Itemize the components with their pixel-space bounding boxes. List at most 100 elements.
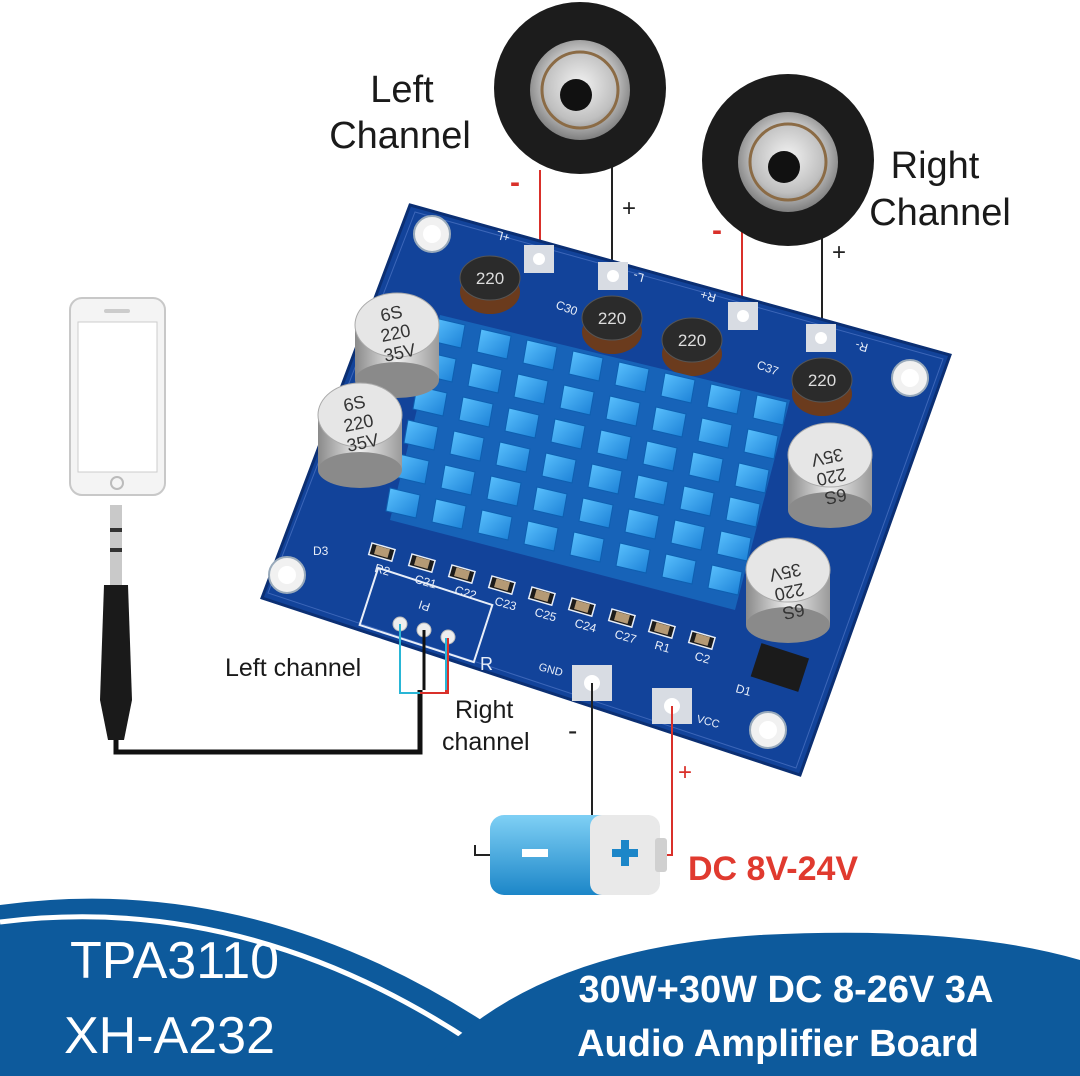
heatsink-fin bbox=[660, 372, 696, 404]
heatsink-fin bbox=[615, 542, 651, 574]
silk-part-label: C25 bbox=[533, 605, 558, 625]
inductors: 220 220 220 220 bbox=[459, 255, 853, 416]
left-channel-label-1: Left bbox=[370, 69, 434, 111]
battery-icon bbox=[490, 815, 667, 895]
heatsink-fin bbox=[458, 396, 494, 428]
banner-model-line2: XH-A232 bbox=[64, 1007, 275, 1065]
heatsink-fin bbox=[550, 418, 586, 450]
heatsink-fin bbox=[605, 395, 641, 427]
heatsink-fin bbox=[697, 417, 733, 449]
left-minus-label: - bbox=[510, 166, 520, 199]
inductor-marking: 220 bbox=[598, 309, 626, 328]
left-speaker-icon bbox=[494, 2, 666, 174]
right-channel-label-1: Right bbox=[891, 145, 980, 187]
inductor-marking: 220 bbox=[476, 269, 504, 288]
heatsink-fin bbox=[752, 394, 788, 426]
heatsink-fin bbox=[532, 486, 568, 518]
inductor: 220 bbox=[459, 255, 521, 314]
amplifier-board: +L L- R+ R- C30 C37 D3 R2C21C22C23C25C24… bbox=[260, 203, 952, 777]
smd-part-r1: R1 bbox=[647, 619, 676, 656]
vcc-wire bbox=[665, 706, 673, 856]
heatsink-fin bbox=[431, 498, 467, 530]
diode-d1 bbox=[750, 643, 810, 692]
inductor-marking: 220 bbox=[808, 371, 836, 390]
silk-part-label: C27 bbox=[613, 627, 638, 647]
silk-r: R bbox=[480, 654, 493, 674]
smd-part-c25: C25 bbox=[527, 586, 558, 625]
power-voltage-label: DC 8V-24V bbox=[688, 850, 858, 888]
heatsink-fin bbox=[670, 519, 706, 551]
heatsink-fin bbox=[614, 361, 650, 393]
silk-vcc: VCC bbox=[695, 713, 721, 731]
capacitor-marking: 6S bbox=[781, 599, 807, 623]
smd-part-c2: C2 bbox=[687, 630, 716, 667]
inductor-marking: 220 bbox=[678, 331, 706, 350]
capacitor-marking: 6S bbox=[379, 302, 405, 326]
silk-d3: D3 bbox=[313, 544, 329, 558]
right-minus-label: - bbox=[712, 214, 722, 247]
inductor: 220 bbox=[791, 357, 853, 416]
heatsink-fin bbox=[504, 407, 540, 439]
heatsink-fin bbox=[522, 339, 558, 371]
bottom-banner: TPA3110 XH-A232 30W+30W DC 8-26V 3A Audi… bbox=[0, 898, 1080, 1076]
audio-jack-icon bbox=[100, 505, 132, 740]
heatsink-fin bbox=[440, 464, 476, 496]
heatsink-fin bbox=[651, 406, 687, 438]
phone-icon bbox=[69, 297, 166, 496]
heatsink-fin bbox=[679, 485, 715, 517]
heatsink-fin bbox=[449, 430, 485, 462]
silk-l-plus: +L bbox=[494, 228, 511, 245]
left-channel-input-label: Left channel bbox=[225, 654, 361, 682]
heatsink-fin bbox=[706, 383, 742, 415]
silk-part-label: C21 bbox=[413, 572, 438, 592]
mounting-holes bbox=[268, 215, 929, 749]
silk-part-label: C23 bbox=[493, 594, 518, 614]
silk-d1: D1 bbox=[734, 681, 753, 699]
left-plus-label: + bbox=[622, 195, 636, 222]
heatsink-fin bbox=[477, 509, 513, 541]
capacitor-marking: 6S bbox=[823, 484, 849, 508]
heatsink-fin bbox=[707, 564, 743, 596]
right-channel-input-label-2: channel bbox=[442, 728, 530, 756]
heatsink-fin bbox=[467, 362, 503, 394]
heatsink-fin bbox=[725, 496, 761, 528]
heatsink-fin bbox=[476, 328, 512, 360]
heatsink-fin bbox=[568, 350, 604, 382]
heatsink-fin bbox=[661, 553, 697, 585]
smd-part-c23: C23 bbox=[487, 575, 518, 614]
input-header-outline bbox=[358, 566, 494, 664]
capacitor-marking: 6S bbox=[342, 392, 368, 416]
heatsink-fin bbox=[569, 531, 605, 563]
right-channel-input-label-1: Right bbox=[455, 696, 513, 724]
heatsink-fin bbox=[716, 530, 752, 562]
right-plus-label: + bbox=[832, 239, 846, 266]
inductor: 220 bbox=[581, 295, 643, 354]
heatsink-fin bbox=[541, 452, 577, 484]
silk-l-minus: L- bbox=[632, 269, 646, 285]
heatsink-fin bbox=[523, 520, 559, 552]
heatsink bbox=[385, 315, 790, 610]
left-channel-label-2: Channel bbox=[329, 115, 471, 157]
heatsink-fin bbox=[578, 497, 614, 529]
heatsink-fin bbox=[513, 373, 549, 405]
right-channel-label-2: Channel bbox=[869, 192, 1011, 234]
heatsink-fin bbox=[559, 384, 595, 416]
heatsink-fin bbox=[495, 441, 531, 473]
smd-part-c27: C27 bbox=[607, 608, 638, 647]
silk-pi: PI bbox=[417, 597, 432, 614]
input-wires bbox=[113, 624, 449, 755]
silk-r-plus: R+ bbox=[699, 287, 718, 305]
smd-part-c24: C24 bbox=[567, 597, 598, 636]
inductor: 220 bbox=[661, 317, 723, 376]
right-speaker-icon bbox=[702, 74, 874, 246]
smd-part-c21: C21 bbox=[407, 553, 438, 592]
banner-spec-line1: 30W+30W DC 8-26V 3A bbox=[579, 969, 994, 1011]
heatsink-fin bbox=[596, 429, 632, 461]
gnd-minus-label: - bbox=[568, 715, 577, 746]
